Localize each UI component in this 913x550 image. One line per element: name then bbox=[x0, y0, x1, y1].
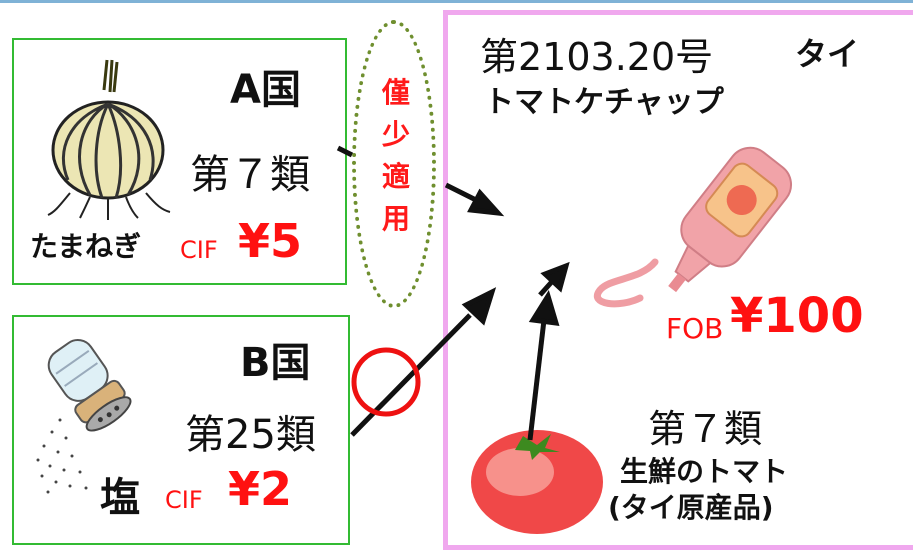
de-minimis-label: 僅 少 適 用 bbox=[381, 72, 411, 240]
thai-price: ¥100 bbox=[730, 288, 864, 344]
country-b-name: B国 bbox=[240, 340, 311, 386]
thai-price-term: FOB bbox=[666, 312, 724, 345]
salt-grains bbox=[36, 418, 88, 494]
country-b-classification: 第25類 bbox=[185, 412, 316, 458]
country-b-price: ¥2 bbox=[228, 462, 293, 516]
de-minimis-oval bbox=[352, 20, 436, 308]
salt-shaker-icon bbox=[47, 339, 132, 432]
country-a-box bbox=[12, 38, 347, 285]
tomato-origin-note: (タイ原産品) bbox=[608, 491, 774, 524]
country-a-price-term: CIF bbox=[180, 236, 218, 264]
de-minimis-char: 適 bbox=[381, 160, 410, 193]
tomato-icon bbox=[471, 430, 603, 534]
onion-icon bbox=[47, 59, 171, 220]
de-minimis-char: 僅 bbox=[381, 76, 410, 109]
tomato-classification: 第７類 bbox=[648, 407, 763, 451]
country-a-product: たまねぎ bbox=[30, 230, 142, 263]
thai-product-name: トマトケチャップ bbox=[484, 85, 724, 120]
red-circle-mark bbox=[351, 347, 421, 417]
thai-country-name: タイ bbox=[795, 35, 860, 73]
thai-hs-heading: 第2103.20号 bbox=[480, 35, 714, 79]
de-minimis-char: 用 bbox=[381, 202, 410, 235]
country-a-name: A国 bbox=[230, 67, 301, 113]
ketchup-bottle-icon bbox=[594, 146, 793, 308]
country-b-price-term: CIF bbox=[165, 486, 203, 514]
country-a-classification: 第７類 bbox=[190, 152, 310, 198]
country-b-product: 塩 bbox=[100, 475, 140, 521]
de-minimis-char: 少 bbox=[381, 118, 410, 151]
top-border-line bbox=[0, 0, 913, 3]
flow-arrows bbox=[336, 145, 570, 441]
tomato-product-name: 生鮮のトマト bbox=[620, 455, 789, 488]
country-a-price: ¥5 bbox=[238, 214, 303, 268]
